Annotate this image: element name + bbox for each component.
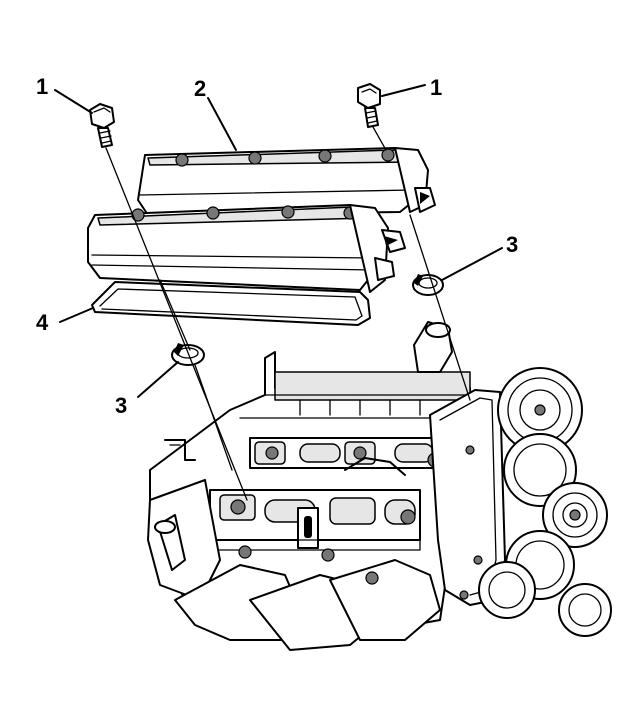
callout-label: 3 [115,393,127,418]
camshaft-cover [87,147,436,293]
seal-right-icon [412,274,444,296]
callout-label: 1 [36,74,48,99]
cover-gasket [91,281,371,326]
callout-label: 3 [506,232,518,257]
bolt-left-icon [89,103,115,148]
callout-label: 1 [430,75,442,100]
timing-cover [429,389,506,606]
accessory-pulleys [478,367,612,637]
alignment-lines [105,126,471,501]
front-camshaft [209,489,421,551]
callout-label: 4 [36,310,49,335]
leader-lines [54,84,503,398]
engine-assembly [147,321,612,651]
bolt-right-icon [357,83,381,128]
callout-label: 2 [194,76,206,101]
